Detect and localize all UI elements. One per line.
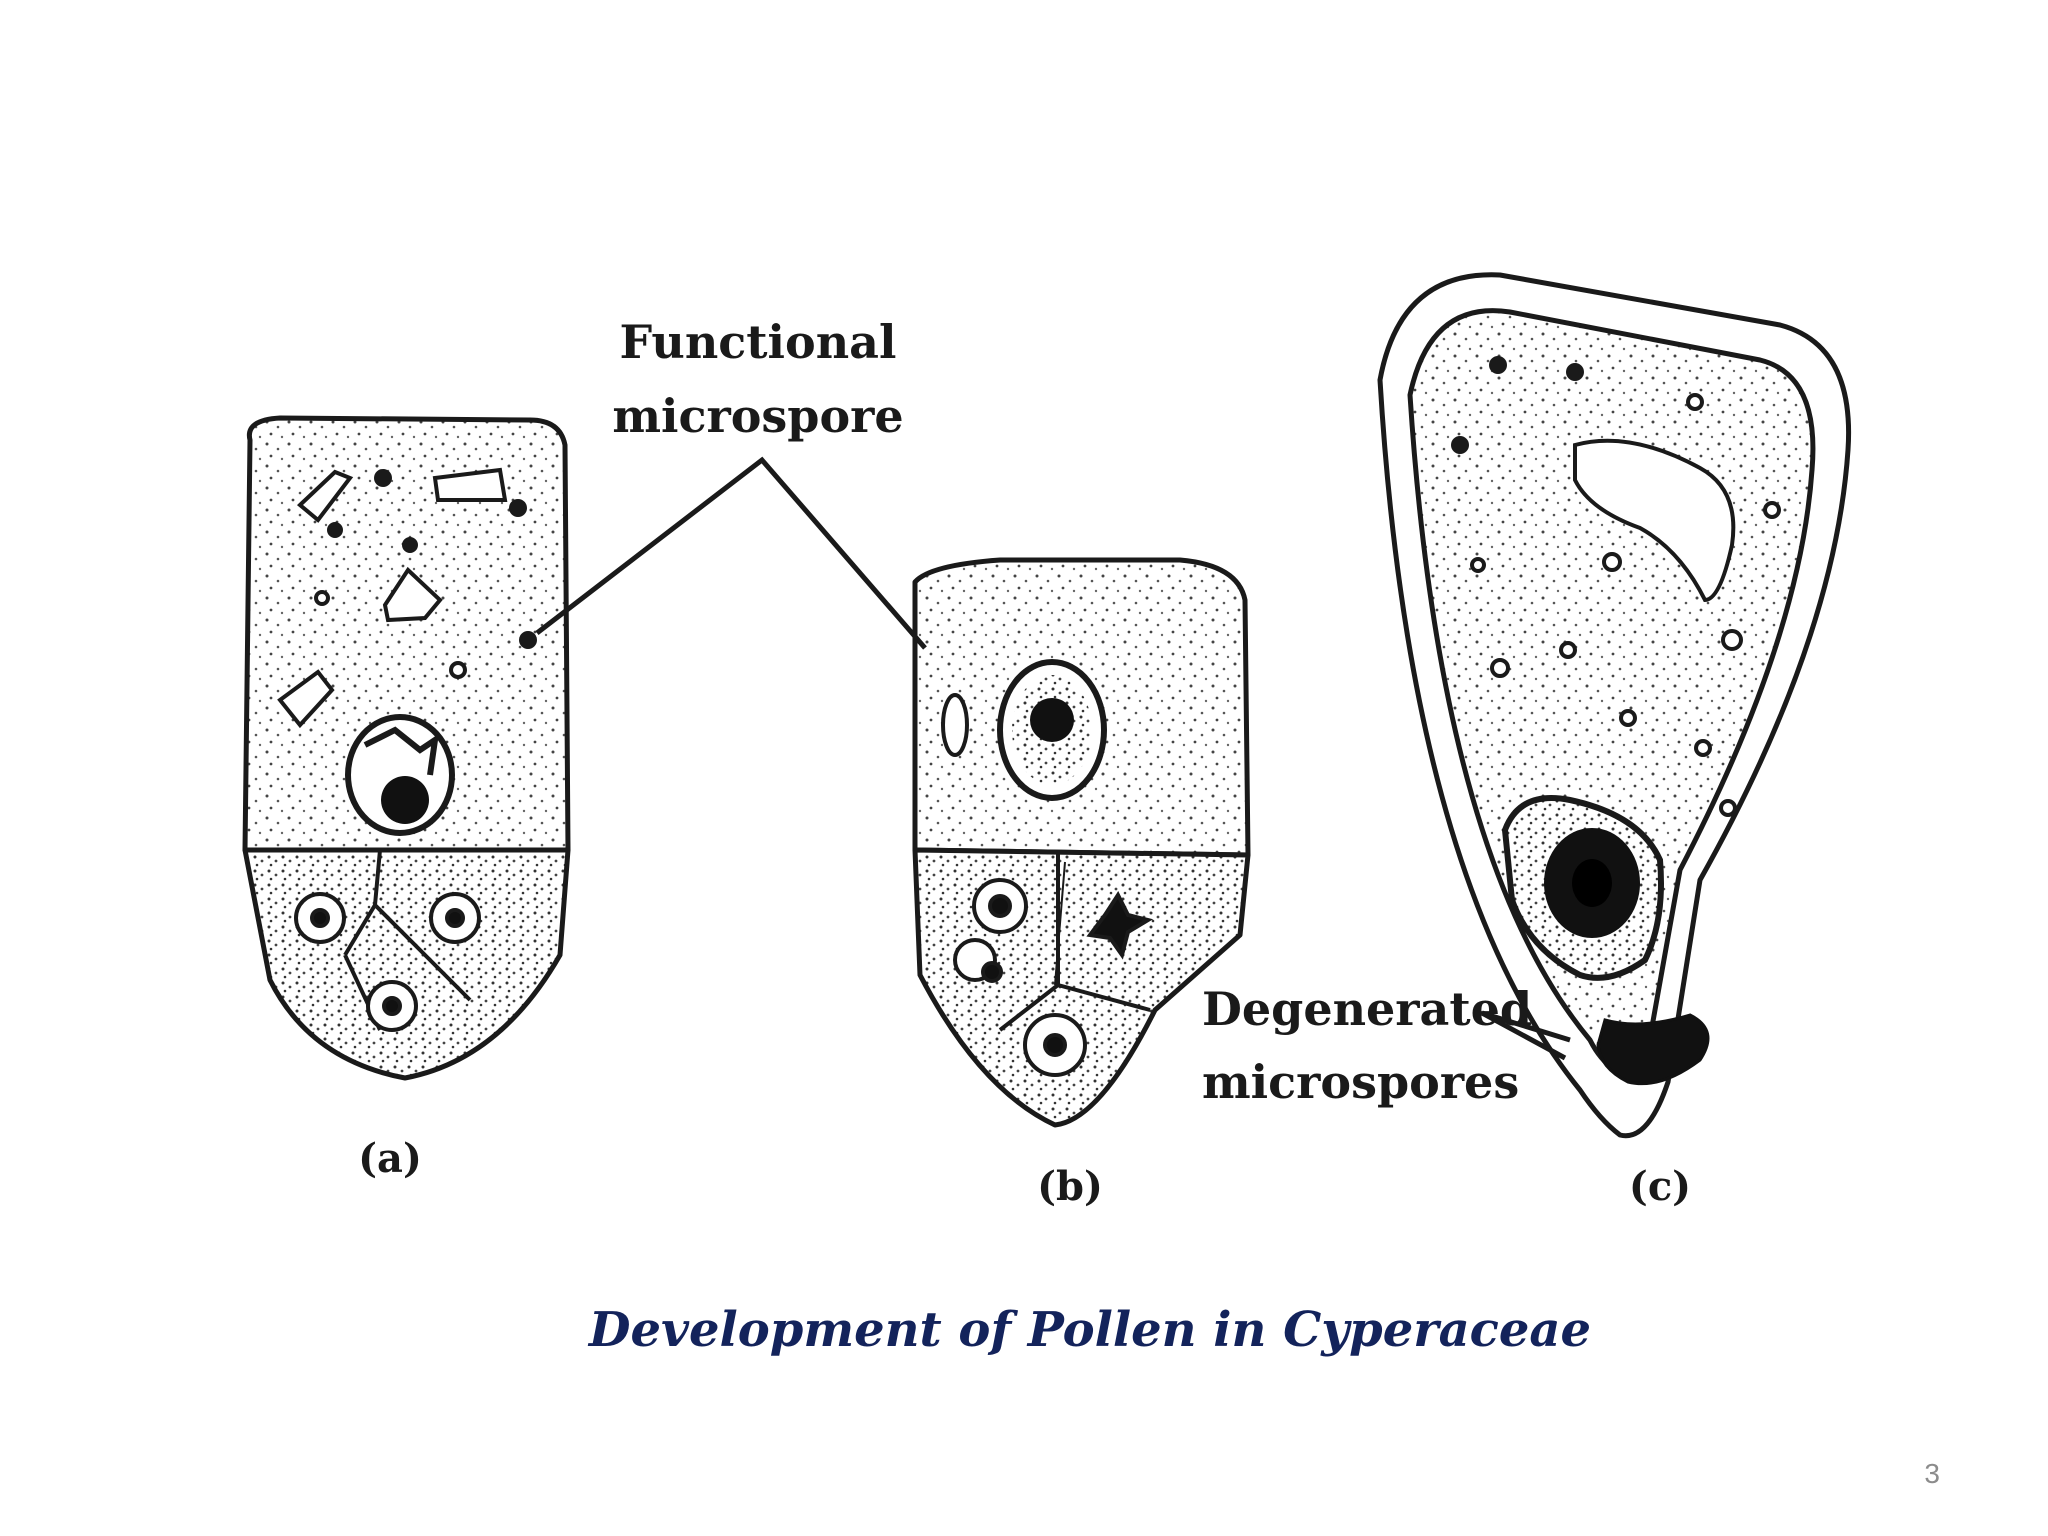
functional-microspore-pointer xyxy=(535,456,927,650)
panel-a-small-nuclei xyxy=(294,892,481,1032)
panel-c-label: (c) xyxy=(1629,1163,1691,1210)
panel-c-vacuole xyxy=(1573,438,1736,603)
figure-caption: Development of Pollen in Cyperaceae xyxy=(588,1302,1592,1358)
panel-b-inclusions xyxy=(941,693,969,757)
degenerated-label-line2: microspores xyxy=(1202,1055,1519,1109)
panel-b-small-nuclei xyxy=(953,878,1154,1077)
functional-label-line2: microspore xyxy=(612,389,903,443)
degenerated-microspores-mass xyxy=(1596,1013,1710,1086)
panel-c-granules xyxy=(1451,356,1781,817)
panel-b-lower-cells xyxy=(912,847,1251,1128)
panel-b-label: (b) xyxy=(1037,1163,1103,1210)
panel-a-lower-cells xyxy=(242,847,571,1081)
panel-a-label: (a) xyxy=(358,1135,422,1182)
panel-a-upper-cell xyxy=(242,415,571,853)
degenerated-microspores-label: Degenerated microspores xyxy=(1202,982,1532,1109)
panel-a-inclusions xyxy=(277,467,537,729)
panel-b-nucleus xyxy=(997,659,1107,801)
functional-label-line1: Functional xyxy=(620,315,897,369)
functional-microspore-label: Functional microspore xyxy=(612,315,903,443)
page-number: 3 xyxy=(1924,1458,1940,1489)
panel-c-nucleus xyxy=(1501,795,1664,981)
degenerated-label-line1: Degenerated xyxy=(1202,982,1532,1036)
degenerated-microspores-pointer xyxy=(1480,1010,1571,1061)
panel-a-nucleus xyxy=(345,714,455,836)
